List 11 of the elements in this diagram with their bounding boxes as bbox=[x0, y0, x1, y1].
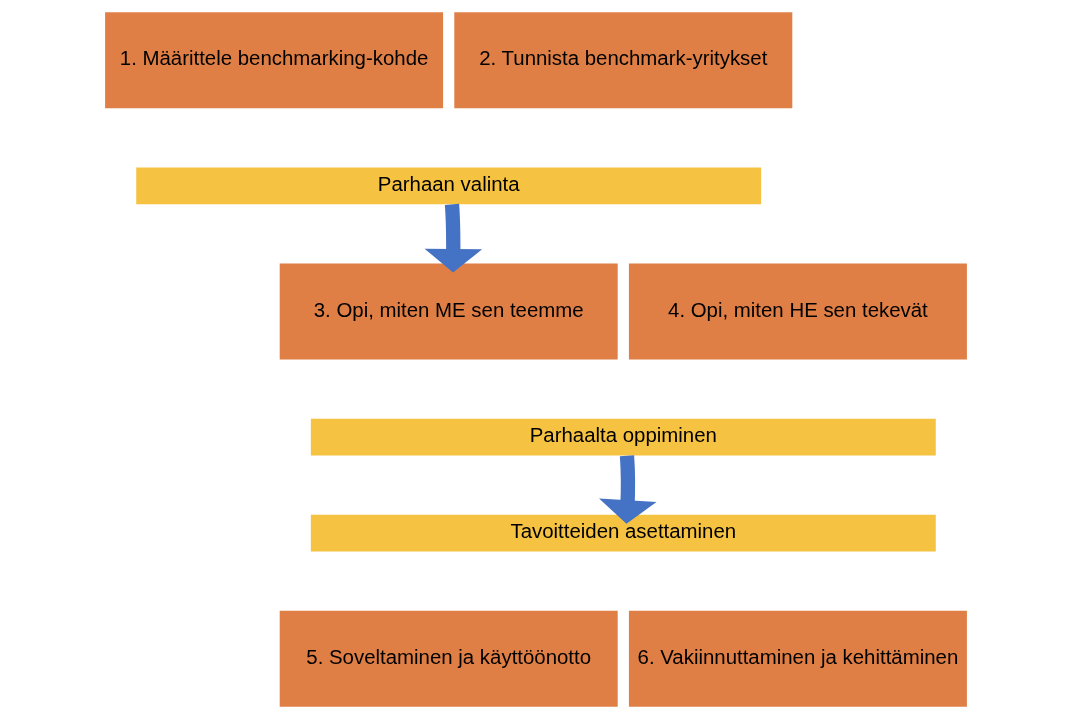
node-box: Tavoitteiden asettaminen bbox=[310, 514, 936, 552]
arrow bbox=[598, 455, 657, 524]
node-box: 3. Opi, miten ME sen teemme bbox=[279, 263, 618, 360]
node-box: 1. Määrittele benchmarking-kohde bbox=[104, 12, 443, 109]
arrow bbox=[424, 203, 482, 273]
node-box: 5. Soveltaminen ja käyttöönotto bbox=[279, 610, 618, 707]
node-box: Parhaalta oppiminen bbox=[310, 418, 936, 456]
node-box: 4. Opi, miten HE sen tekevät bbox=[628, 263, 967, 360]
node-box: 2. Tunnista benchmark-yritykset bbox=[453, 12, 792, 109]
node-box: Parhaan valinta bbox=[135, 167, 761, 205]
node-box: 6. Vakiinnuttaminen ja kehittäminen bbox=[628, 610, 967, 707]
